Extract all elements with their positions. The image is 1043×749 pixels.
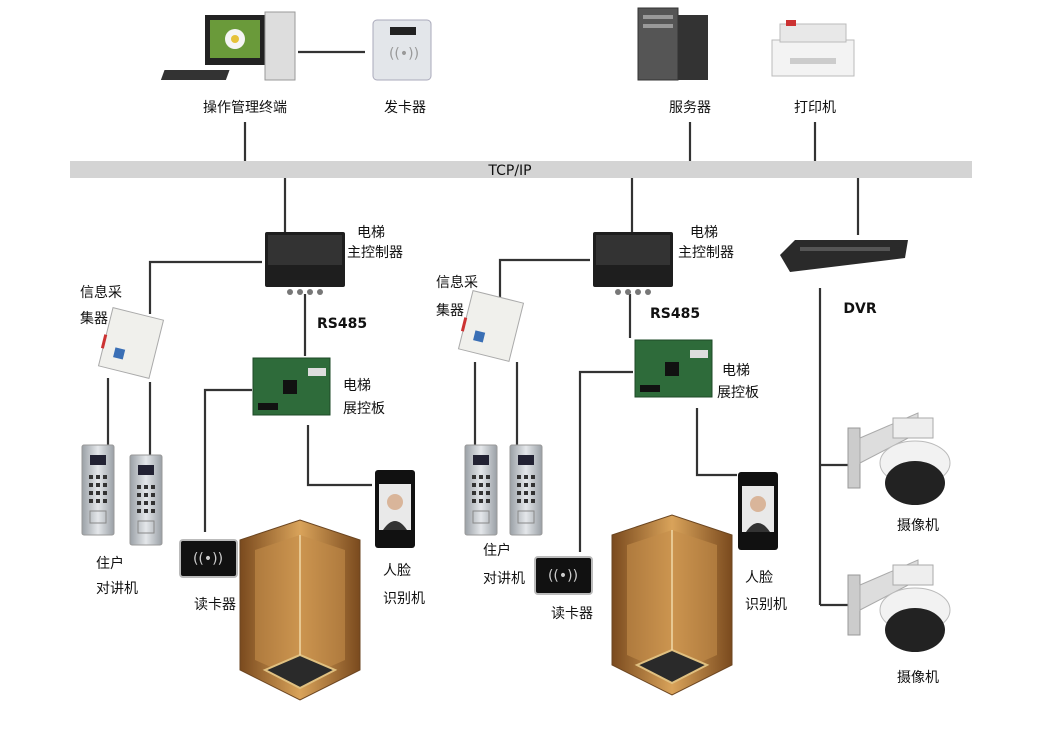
collector-label: 信息采 xyxy=(436,274,478,291)
face-label: 人脸 xyxy=(745,570,773,586)
face-recognition-terminal xyxy=(375,470,415,548)
board-label: 展控板 xyxy=(717,385,759,401)
info-collector xyxy=(458,290,524,362)
elevator-car xyxy=(611,514,733,696)
printer-label: 打印机 xyxy=(794,99,836,116)
resident-intercom xyxy=(464,444,498,536)
intercom-label: 住户 xyxy=(96,555,124,572)
intercom-label: 对讲机 xyxy=(96,581,138,597)
board-label: 展控板 xyxy=(343,401,385,417)
connection-wires xyxy=(106,50,860,607)
terminal-label: 操作管理终端 xyxy=(203,100,287,116)
face-label: 人脸 xyxy=(383,563,411,579)
camera xyxy=(847,412,951,506)
elevator-car xyxy=(239,519,361,701)
card-issuer-label: 发卡器 xyxy=(384,100,426,116)
elevator-main-controller xyxy=(593,232,673,295)
card-issuer: ((•)) xyxy=(372,19,432,81)
camera-label: 摄像机 xyxy=(897,518,939,534)
collector-label: 集器 xyxy=(436,302,464,319)
resident-intercom xyxy=(81,444,115,536)
dvr-label: DVR xyxy=(843,301,876,317)
reader-label: 读卡器 xyxy=(194,596,236,613)
rs485-label: RS485 xyxy=(650,306,700,322)
elevator-expansion-board xyxy=(252,357,331,416)
management-terminal xyxy=(160,11,296,81)
rs485-label: RS485 xyxy=(317,316,367,332)
server-label: 服务器 xyxy=(669,100,711,116)
face-label: 识别机 xyxy=(383,591,425,607)
collector-label: 集器 xyxy=(80,310,108,327)
collector-label: 信息采 xyxy=(80,284,122,301)
controller-label: 电梯 xyxy=(690,225,718,241)
card-reader xyxy=(179,539,238,578)
intercom-label: 对讲机 xyxy=(483,571,525,587)
printer xyxy=(771,20,855,77)
resident-intercom xyxy=(509,444,543,536)
card-reader xyxy=(534,556,593,595)
controller-label: 电梯 xyxy=(357,225,385,241)
dvr xyxy=(780,240,908,272)
controller-label: 主控制器 xyxy=(347,245,403,261)
elevator-main-controller xyxy=(265,232,345,295)
server xyxy=(637,7,708,81)
face-recognition-terminal xyxy=(738,472,778,550)
controller-label: 主控制器 xyxy=(678,245,734,261)
tcp-ip-bus xyxy=(70,161,972,178)
resident-intercom xyxy=(129,454,163,546)
camera-label: 摄像机 xyxy=(897,670,939,686)
intercom-label: 住户 xyxy=(483,542,511,559)
svg-text:((•)): ((•)) xyxy=(389,46,419,62)
bus-label: TCP/IP xyxy=(487,163,531,179)
board-label: 电梯 xyxy=(343,378,371,394)
reader-label: 读卡器 xyxy=(551,605,593,622)
face-label: 识别机 xyxy=(745,597,787,613)
board-label: 电梯 xyxy=(722,363,750,379)
info-collector xyxy=(98,307,164,379)
left-elevator-branch: 电梯 主控制器 信息采 集器 RS485 电梯 展控板 住户 对讲机 读卡器 人… xyxy=(80,225,425,701)
elevator-expansion-board xyxy=(634,339,713,398)
right-elevator-branch: 电梯 主控制器 信息采 集器 RS485 电梯 展控板 住户 对讲机 读卡器 人… xyxy=(436,225,787,696)
camera xyxy=(847,559,951,653)
